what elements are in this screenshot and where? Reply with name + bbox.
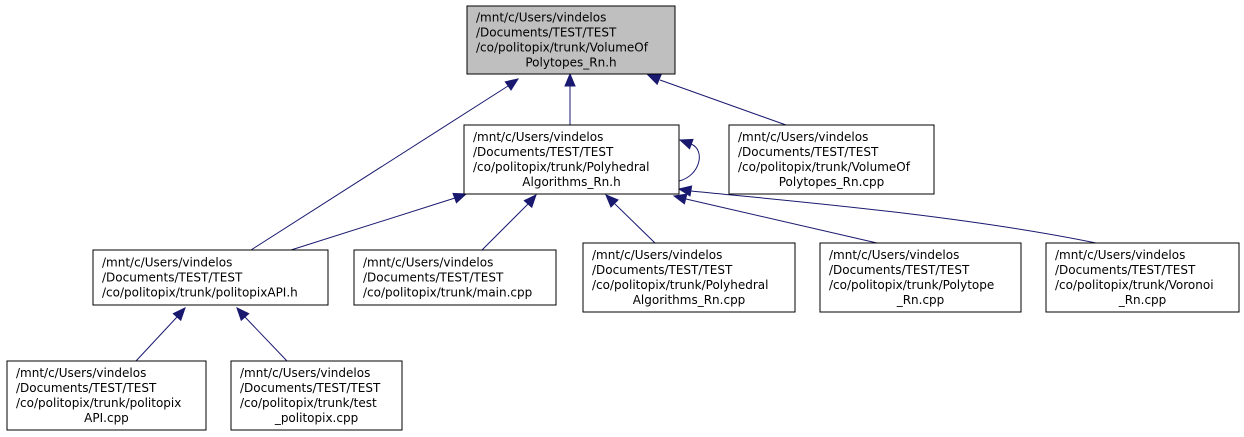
node-label-line: /Documents/TEST/TEST: [363, 271, 504, 285]
node-box: [466, 5, 676, 75]
arrowhead-icon: [523, 194, 537, 209]
node-label-line: Algorithms_Rn.h: [522, 175, 620, 189]
node-label-line: /Documents/TEST/TEST: [738, 145, 879, 159]
node-label-line: Polytopes_Rn.h: [525, 56, 616, 70]
node-label-line: Polytopes_Rn.cpp: [779, 175, 884, 189]
node-label-line: /Documents/TEST/TEST: [473, 145, 614, 159]
node-label-line: /co/politopix/trunk/politopixAPI.h: [102, 286, 298, 300]
edge-line: [614, 203, 656, 244]
node-label-line: /mnt/c/Users/vindelos: [363, 256, 493, 270]
node-polytope-cpp[interactable]: /mnt/c/Users/vindelos/Documents/TEST/TES…: [819, 242, 1022, 313]
node-label-line: /co/politopix/trunk/Polyhedral: [592, 278, 768, 292]
edge-line: [678, 143, 700, 182]
arrowhead-icon: [646, 74, 662, 86]
edges-layer: [135, 72, 1097, 362]
node-label-line: /co/politopix/trunk/politopix: [16, 396, 181, 410]
edge-line: [685, 198, 878, 244]
arrowhead-icon: [452, 192, 468, 204]
node-label-line: /Documents/TEST/TEST: [1055, 263, 1196, 277]
node-box: [1045, 242, 1240, 313]
node-box: [728, 124, 935, 195]
node-volume-cpp[interactable]: /mnt/c/Users/vindelos/Documents/TEST/TES…: [728, 124, 935, 195]
edge-line: [244, 316, 288, 362]
node-label-line: /co/politopix/trunk/test: [240, 396, 377, 410]
node-label-line: /mnt/c/Users/vindelos: [738, 130, 868, 144]
nodes-layer: /mnt/c/Users/vindelos/Documents/TEST/TES…: [6, 5, 1240, 431]
arrowhead-icon: [605, 194, 619, 208]
node-label-line: /Documents/TEST/TEST: [829, 263, 970, 277]
edge-politopixapi_cpp-to-politopixapi_h: [135, 307, 186, 362]
node-label-line: /co/politopix/trunk/VolumeOf: [476, 41, 649, 55]
node-label-line: _politopix.cpp: [274, 411, 358, 425]
node-label-line: /Documents/TEST/TEST: [16, 381, 157, 395]
node-label-line: _Rn.cpp: [896, 293, 945, 307]
node-main-cpp[interactable]: /mnt/c/Users/vindelos/Documents/TEST/TES…: [353, 249, 557, 306]
node-label-line: Algorithms_Rn.cpp: [633, 293, 746, 307]
node-label-line: /co/politopix/trunk/main.cpp: [363, 286, 532, 300]
node-box: [463, 124, 680, 195]
node-box: [6, 360, 207, 431]
edge-line: [250, 85, 509, 251]
edge-line: [690, 190, 1097, 244]
node-label-line: /Documents/TEST/TEST: [476, 26, 617, 40]
arrowhead-icon: [677, 185, 693, 197]
node-label-line: /mnt/c/Users/vindelos: [476, 11, 606, 25]
node-label-line: /co/politopix/trunk/Polyhedral: [473, 160, 649, 174]
node-label-line: /Documents/TEST/TEST: [240, 381, 381, 395]
node-label-line: /mnt/c/Users/vindelos: [1055, 248, 1185, 262]
node-label-line: API.cpp: [84, 411, 129, 425]
node-voronoi-cpp[interactable]: /mnt/c/Users/vindelos/Documents/TEST/TES…: [1045, 242, 1240, 313]
edge-voronoi_cpp-to-polyhedral_h: [677, 185, 1097, 244]
node-label-line: /mnt/c/Users/vindelos: [829, 248, 959, 262]
arrowhead-icon: [564, 72, 576, 87]
arrowhead-icon: [672, 193, 688, 205]
arrowhead-icon: [678, 138, 694, 150]
node-label-line: /Documents/TEST/TEST: [592, 263, 733, 277]
arrowhead-icon: [236, 307, 250, 322]
node-label-line: /mnt/c/Users/vindelos: [16, 366, 146, 380]
edge-line: [290, 197, 456, 251]
node-label-line: /co/politopix/trunk/Voronoi: [1055, 278, 1214, 292]
edge-polytope_cpp-to-polyhedral_h: [672, 193, 878, 244]
node-label-line: _Rn.cpp: [1118, 293, 1167, 307]
node-box: [230, 360, 403, 431]
node-box: [819, 242, 1022, 313]
node-politopixapi-cpp[interactable]: /mnt/c/Users/vindelos/Documents/TEST/TES…: [6, 360, 207, 431]
edge-main_cpp-to-polyhedral_h: [481, 194, 537, 251]
edge-polyhedral_h-to-volume_h: [564, 72, 576, 125]
node-politopixapi-h[interactable]: /mnt/c/Users/vindelos/Documents/TEST/TES…: [92, 249, 329, 306]
node-box: [582, 242, 796, 313]
edge-line: [659, 79, 787, 126]
edge-politopixapi_h-to-polyhedral_h: [290, 192, 468, 251]
edge-test_cpp-to-politopixapi_h: [236, 307, 288, 362]
edge-polyhedral_h-to-polyhedral_h: [678, 138, 700, 182]
edge-polyhedral_cpp-to-polyhedral_h: [605, 194, 656, 244]
edge-volume_cpp-to-volume_h: [646, 74, 787, 126]
edge-line: [135, 316, 178, 362]
edge-line: [481, 203, 529, 251]
node-box: [92, 249, 329, 306]
arrowhead-icon: [504, 78, 520, 91]
edge-politopixapi_h-to-volume_h: [250, 78, 520, 251]
node-label-line: /mnt/c/Users/vindelos: [473, 130, 603, 144]
node-box: [353, 249, 557, 306]
node-label-line: /co/politopix/trunk/VolumeOf: [738, 160, 911, 174]
arrowhead-icon: [172, 307, 186, 322]
node-label-line: /mnt/c/Users/vindelos: [240, 366, 370, 380]
node-test-cpp[interactable]: /mnt/c/Users/vindelos/Documents/TEST/TES…: [230, 360, 403, 431]
node-label-line: /Documents/TEST/TEST: [102, 271, 243, 285]
node-label-line: /mnt/c/Users/vindelos: [102, 256, 232, 270]
node-label-line: /mnt/c/Users/vindelos: [592, 248, 722, 262]
node-volume-h[interactable]: /mnt/c/Users/vindelos/Documents/TEST/TES…: [466, 5, 676, 75]
node-polyhedral-cpp[interactable]: /mnt/c/Users/vindelos/Documents/TEST/TES…: [582, 242, 796, 313]
node-label-line: /co/politopix/trunk/Polytope: [829, 278, 994, 292]
node-polyhedral-h[interactable]: /mnt/c/Users/vindelos/Documents/TEST/TES…: [463, 124, 680, 195]
